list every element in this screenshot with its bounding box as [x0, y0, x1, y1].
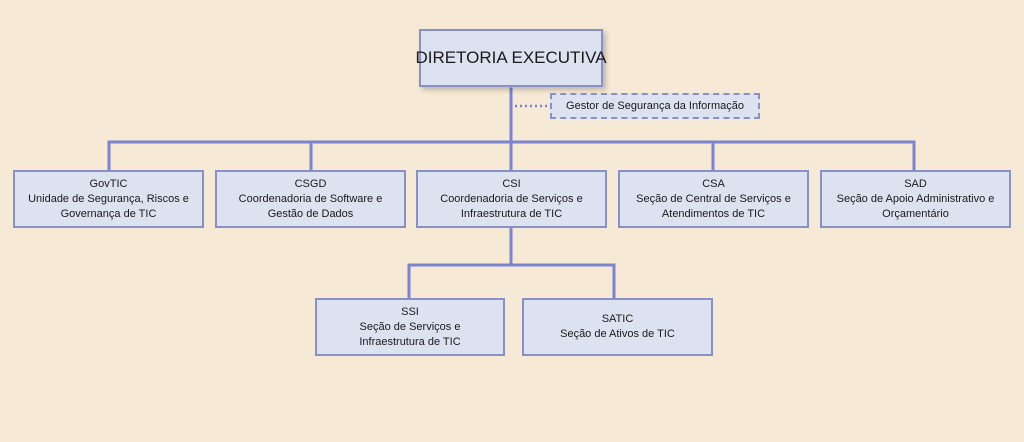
node-description-line: Infraestrutura de TIC	[359, 335, 461, 348]
node-code: CSGD	[294, 177, 327, 190]
node-gestor-seguranca: Gestor de Segurança da Informação	[550, 93, 760, 119]
node-label: Gestor de Segurança da Informação	[566, 99, 744, 112]
node-satic: SATIC Seção de Ativos de TIC	[522, 298, 713, 356]
node-description-line: Seção de Central de Serviços e	[636, 192, 791, 205]
node-code: SATIC	[601, 313, 634, 325]
node-code: CSA	[702, 177, 725, 190]
node-ssi: SSI Seção de Serviços e Infraestrutura d…	[315, 298, 505, 356]
node-description-line: Unidade de Segurança, Riscos e	[28, 192, 189, 205]
node-code: CSI	[502, 177, 521, 190]
node-code: SSI	[401, 305, 419, 318]
node-description-line: Atendimentos de TIC	[661, 207, 766, 220]
node-csi: CSI Coordenadoria de Serviços e Infraest…	[416, 170, 607, 228]
node-code: SAD	[904, 177, 927, 190]
node-description-line: Infraestrutura de TIC	[460, 207, 563, 220]
node-govtic: GovTIC Unidade de Segurança, Riscos e Go…	[13, 170, 204, 228]
node-diretoria-executiva: DIRETORIA EXECUTIVA	[415, 29, 607, 87]
node-description-line: Governança de TIC	[60, 207, 157, 220]
node-code: GovTIC	[89, 177, 128, 190]
node-description-line: Coordenadoria de Serviços e	[440, 192, 583, 205]
node-description-line: Seção de Apoio Administrativo e	[836, 192, 995, 205]
node-description-line: Seção de Ativos de TIC	[560, 328, 675, 340]
node-sad: SAD Seção de Apoio Administrativo e Orça…	[820, 170, 1011, 228]
node-csa: CSA Seção de Central de Serviços e Atend…	[618, 170, 809, 228]
node-description-line: Coordenadoria de Software e	[238, 192, 383, 205]
node-csgd: CSGD Coordenadoria de Software e Gestão …	[215, 170, 406, 228]
node-description-line: Orçamentário	[882, 207, 949, 220]
node-label: DIRETORIA EXECUTIVA	[415, 48, 607, 67]
node-description-line: Gestão de Dados	[267, 207, 354, 220]
node-description-line: Seção de Serviços e	[359, 320, 461, 333]
